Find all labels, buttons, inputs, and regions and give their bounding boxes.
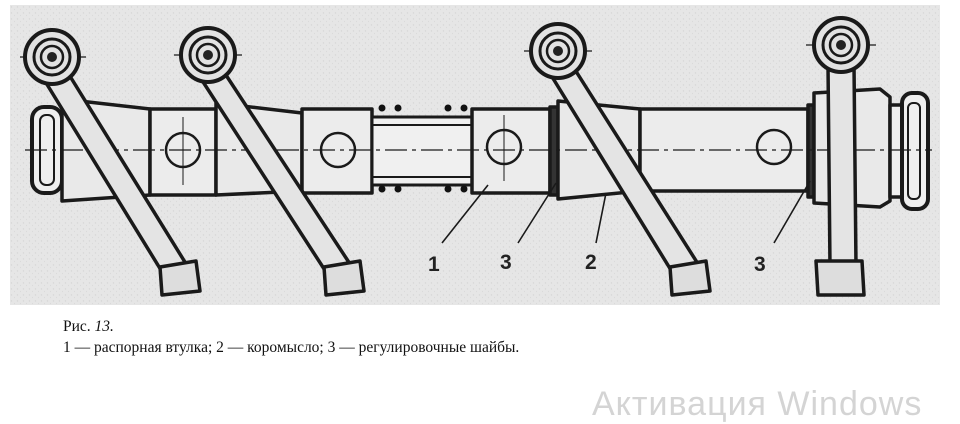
adjusting-screw-nut-2 [174,26,242,84]
windows-activation-watermark: Активация Windows [592,385,923,423]
leader-lines [441,180,811,244]
callout-1-spacer-sleeve: 1 [428,253,440,276]
caption-title-line: Рис. 13. [63,316,519,337]
caption-prefix: Рис. [63,318,91,335]
spring-coil-dots [378,104,468,193]
rocker-arm-4 [814,63,866,297]
callout-3-adjusting-washer-right: 3 [754,253,766,276]
adjusting-screw-nut-3 [524,22,592,80]
caption-legend: 1 — распорная втулка; 2 — коромысло; 3 —… [63,339,520,356]
callout-2-rocker-arm: 2 [585,251,597,274]
callout-3-adjusting-washer: 3 [500,251,512,274]
adjusting-screw-nut-1 [20,28,86,86]
rocker-arm-assembly-drawing: 1 3 2 3 [10,5,940,305]
figure-caption: Рис. 13. 1 — распорная втулка; 2 — кором… [63,316,519,358]
adjusting-screw-nut-4 [806,16,876,74]
caption-figure-number: 13. [94,318,114,335]
